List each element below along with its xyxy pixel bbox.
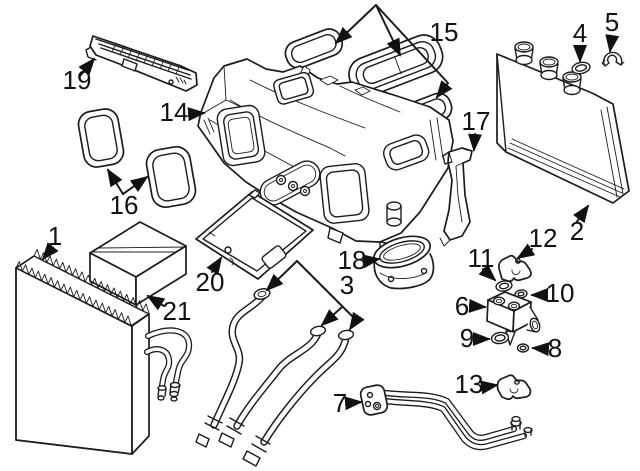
- callout-label-15[interactable]: 15: [430, 17, 459, 47]
- outlet-gasket-1-drawing: [284, 28, 344, 69]
- refrigerant-pipe-drawing: [359, 384, 533, 451]
- callout-arrow-11: [478, 264, 497, 282]
- callout-label-10[interactable]: 10: [546, 278, 575, 308]
- callout-label-11[interactable]: 11: [468, 243, 495, 273]
- callout-label-8[interactable]: 8: [548, 333, 562, 363]
- callout-arrow-20: [206, 256, 223, 276]
- callout-arrow-17: [468, 133, 482, 152]
- o-ring-8-drawing: [516, 343, 530, 353]
- callout-label-5[interactable]: 5: [605, 7, 619, 37]
- callout-label-13[interactable]: 13: [455, 369, 484, 399]
- callout-arrow-1: [41, 242, 59, 261]
- callout-label-3[interactable]: 3: [340, 270, 354, 300]
- callout-label-21[interactable]: 21: [163, 296, 192, 326]
- callout-arrow-3b: [296, 260, 365, 331]
- callout-label-4[interactable]: 4: [573, 18, 587, 48]
- callout-label-19[interactable]: 19: [63, 65, 92, 95]
- callout-label-6[interactable]: 6: [455, 291, 469, 321]
- bracket-13-drawing: [496, 374, 532, 401]
- callout-label-1[interactable]: 1: [48, 221, 62, 251]
- air-duct-drawing: [373, 235, 435, 290]
- o-ring-11-drawing: [495, 280, 513, 292]
- callout-arrow-7: [344, 396, 363, 411]
- callout-arrow-6: [468, 298, 487, 313]
- callout-arrow-16a: [106, 168, 124, 195]
- callout-labels: 1 2 3 4 5 6 7 8 9 10 11 12 13 14 15 16 1…: [48, 7, 619, 418]
- o-ring-4-drawing: [571, 61, 591, 75]
- fresh-air-grille-drawing: [85, 35, 198, 92]
- callout-label-14[interactable]: 14: [160, 97, 189, 127]
- callout-arrow-15a: [334, 4, 377, 45]
- callout-label-2[interactable]: 2: [570, 216, 584, 246]
- callout-label-16[interactable]: 16: [110, 190, 139, 220]
- callout-arrow-13: [480, 380, 499, 395]
- callout-arrow-2: [573, 204, 590, 224]
- callout-label-20[interactable]: 20: [196, 267, 225, 297]
- callout-arrow-3a: [265, 260, 298, 292]
- o-ring-9-drawing: [490, 331, 510, 345]
- callout-arrow-15c: [375, 4, 453, 99]
- callout-arrow-15b: [375, 4, 401, 57]
- heater-hoses-drawing: [195, 288, 355, 467]
- inlet-seal-left-drawing: [77, 108, 125, 168]
- bracket-12-drawing: [498, 254, 532, 283]
- expansion-valve-drawing: [486, 291, 541, 346]
- evaporator-core-drawing: [15, 249, 193, 455]
- callout-label-7[interactable]: 7: [333, 388, 347, 418]
- inlet-seal-right-drawing: [145, 145, 197, 209]
- mounting-bracket-drawing: [439, 147, 473, 247]
- callout-arrows: [41, 4, 620, 411]
- callout-arrow-12: [516, 243, 536, 260]
- callout-arrow-3c: [320, 306, 343, 327]
- housing-cover-drawing: [195, 189, 314, 280]
- callout-label-17[interactable]: 17: [462, 106, 491, 136]
- callout-arrow-19: [78, 57, 96, 77]
- retaining-clip-drawing: [601, 51, 625, 67]
- callout-label-12[interactable]: 12: [529, 223, 558, 253]
- callout-arrow-16b: [122, 175, 149, 195]
- callout-arrow-8: [531, 342, 550, 357]
- callout-arrow-14: [187, 107, 206, 122]
- callout-arrow-18: [362, 254, 381, 269]
- callout-arrow-21: [146, 294, 166, 311]
- callout-arrow-5: [605, 34, 620, 53]
- heater-core-drawing: [496, 41, 630, 204]
- callout-label-18[interactable]: 18: [338, 245, 367, 275]
- callout-label-9[interactable]: 9: [460, 323, 474, 353]
